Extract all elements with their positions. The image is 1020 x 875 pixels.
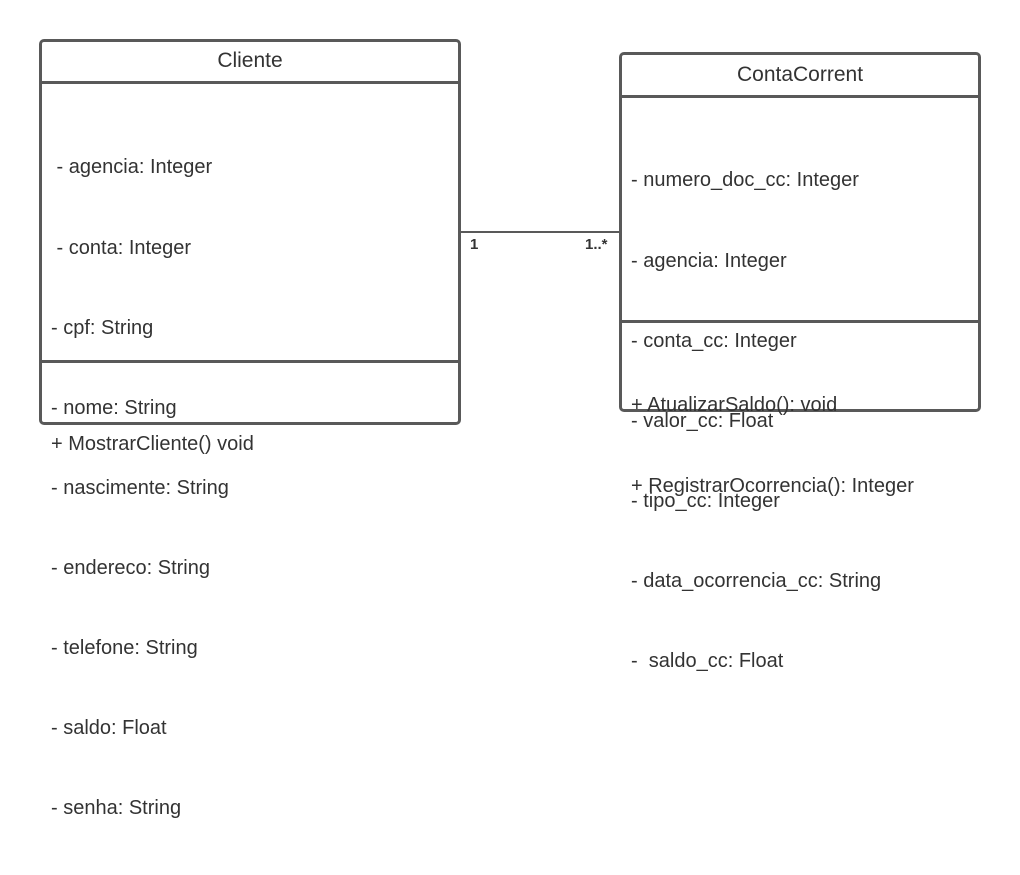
multiplicity-conta-end: 1..*	[585, 236, 608, 253]
attribute: - saldo_cc: Float	[631, 650, 784, 673]
attribute: - saldo: Float	[51, 717, 167, 740]
attribute: - agencia: Integer	[51, 156, 213, 179]
class-divider	[42, 81, 458, 84]
attribute: - nome: String	[51, 396, 177, 419]
class-name-contacorrent: ContaCorrent	[736, 63, 864, 86]
attribute: - data_ocorrencia_cc: String	[631, 569, 882, 592]
class-name-cliente: Cliente	[217, 49, 283, 72]
class-box-cliente[interactable]: Cliente - agencia: Integer - conta: Inte…	[39, 39, 461, 819]
operation: + RegistrarOcorrencia(): Integer	[631, 474, 914, 497]
attribute: - numero_doc_cc: Integer	[631, 169, 859, 192]
attribute: - valor_cc: Float	[631, 409, 774, 432]
attribute: - endereco: String	[51, 556, 210, 579]
operation-list-contacorrent: + AtualizarSaldo(): void + RegistrarOcor…	[631, 339, 972, 553]
operation: + MostrarCliente() void	[51, 433, 254, 456]
class-divider	[622, 320, 978, 323]
attribute: - telefone: String	[51, 637, 198, 660]
operation-list-cliente: + MostrarCliente() void	[51, 378, 452, 512]
association-line[interactable]	[461, 231, 619, 233]
attribute: - cpf: String	[51, 316, 154, 339]
attribute: - conta: Integer	[51, 236, 192, 259]
class-divider	[622, 95, 978, 98]
attribute: - agencia: Integer	[631, 249, 787, 272]
multiplicity-cliente-end: 1	[470, 236, 479, 253]
class-box-contacorrent[interactable]: ContaCorrent - numero_doc_cc: Integer - …	[619, 52, 981, 672]
operation: + AtualizarSaldo(): void	[631, 394, 838, 417]
attribute: - conta_cc: Integer	[631, 329, 797, 352]
class-divider	[42, 360, 458, 363]
attribute: - senha: String	[51, 797, 182, 820]
